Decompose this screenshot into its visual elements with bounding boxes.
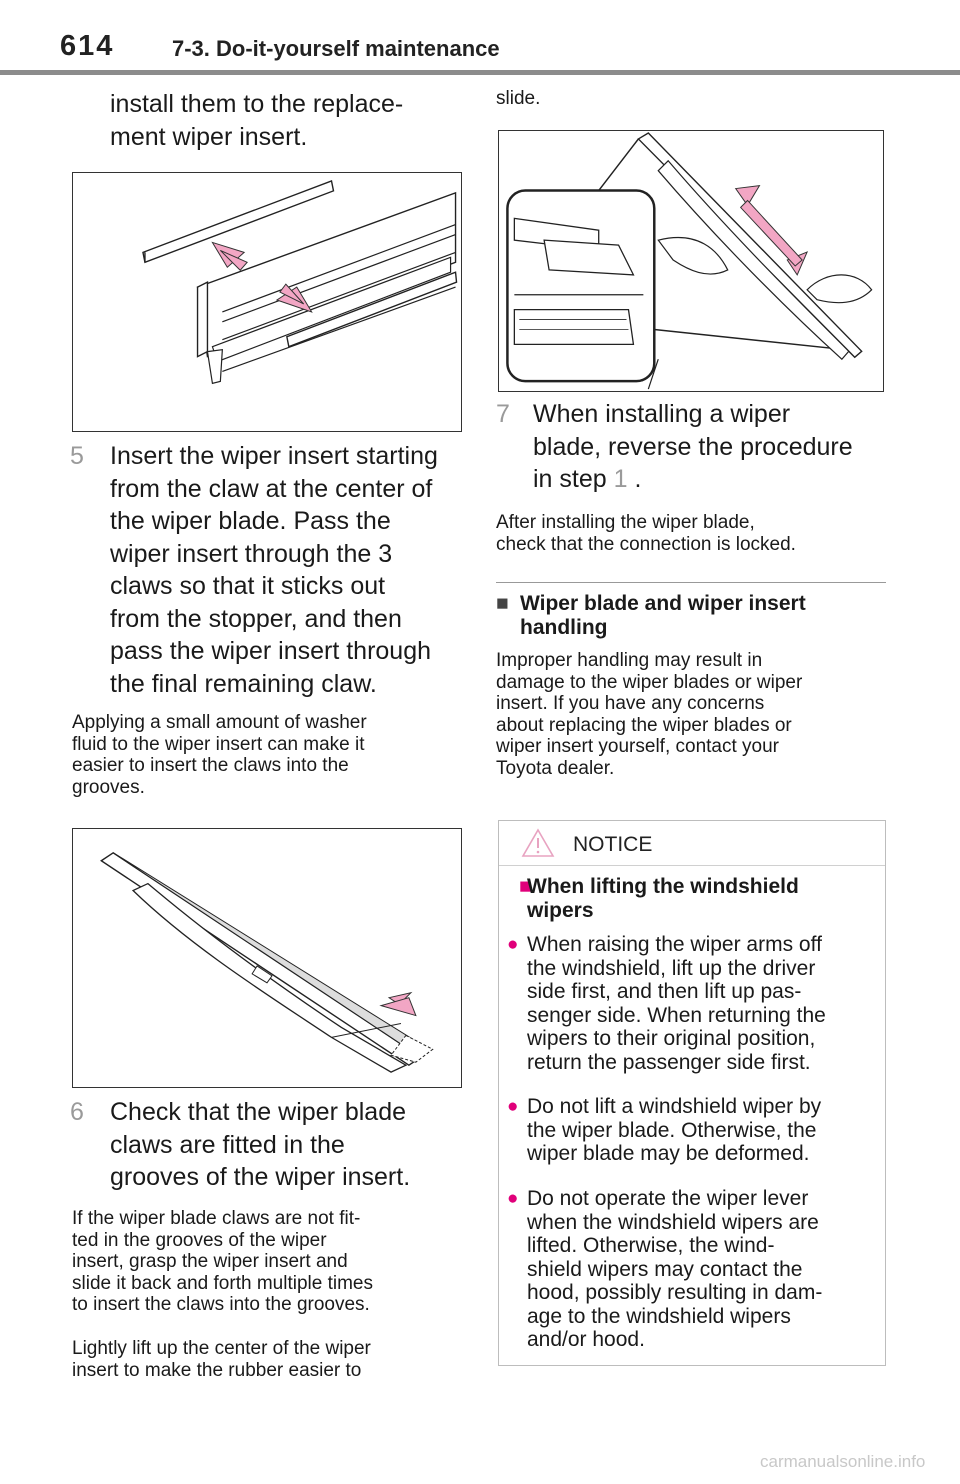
step-reference-link[interactable]: 1 (613, 465, 628, 493)
handling-body: Improper handling may result in damage t… (496, 650, 803, 779)
step-number: 7 (496, 400, 510, 428)
square-bullet-icon: ■ (496, 592, 509, 615)
step-number: 5 (70, 442, 84, 470)
bullet-dot-icon: ● (507, 1096, 519, 1117)
step-7-last-line: in step 1 . (533, 465, 642, 493)
step-6-text: Check that the wiper blade claws are fit… (110, 1098, 411, 1191)
page-number: 614 (60, 30, 115, 62)
step-7-text: When installing a wiper blade, reverse t… (533, 398, 888, 496)
notice-item-text: Do not operate the wiper lever when the … (527, 1187, 823, 1351)
bullet-dot-icon: ● (507, 934, 519, 955)
notice-box: NOTICE ■ When lifting the windshield wip… (498, 820, 886, 1366)
bullet-dot-icon: ● (507, 1188, 519, 1209)
note-lift-center: Lightly lift up the center of the wiper … (72, 1338, 371, 1381)
note-claws-grooves: If the wiper blade claws are not fit- te… (72, 1208, 373, 1315)
notice-heading: When lifting the windshield wipers (527, 875, 799, 922)
warning-triangle-icon (521, 828, 555, 857)
notice-label: NOTICE (573, 833, 653, 856)
step-number: 6 (70, 1098, 84, 1126)
header-rule (0, 70, 960, 75)
notice-item-text: When raising the wiper arms off the wind… (527, 933, 826, 1074)
wiper-blade-illustration (100, 851, 434, 1073)
wiper-slide-hands-illustration (506, 132, 873, 390)
figure-insert-plates (72, 172, 462, 432)
watermark: carmanualsonline.info (760, 1452, 926, 1471)
figure-wiper-slide (498, 130, 884, 392)
page-header: 614 7-3. Do-it-yourself maintenance (0, 0, 960, 80)
note-washer-fluid: Applying a small amount of washer fluid … (72, 712, 367, 798)
note-check-locked: After installing the wiper blade, check … (496, 512, 796, 555)
continued-text: install them to the replace- ment wiper … (110, 90, 404, 151)
square-bullet-icon: ■ (519, 875, 532, 898)
figure-wiper-blade (72, 828, 462, 1088)
wiper-insert-plates-illustration (142, 179, 458, 385)
notice-header: NOTICE (499, 821, 885, 866)
step-5-text: Insert the wiper insert starting from th… (110, 442, 438, 698)
note-lift-center-continued: slide. (496, 88, 541, 109)
section-title: 7-3. Do-it-yourself maintenance (172, 36, 500, 61)
notice-item-text: Do not lift a windshield wiper by the wi… (527, 1095, 822, 1165)
handling-heading: Wiper blade and wiper insert handling (520, 592, 806, 639)
section-divider (496, 582, 886, 583)
